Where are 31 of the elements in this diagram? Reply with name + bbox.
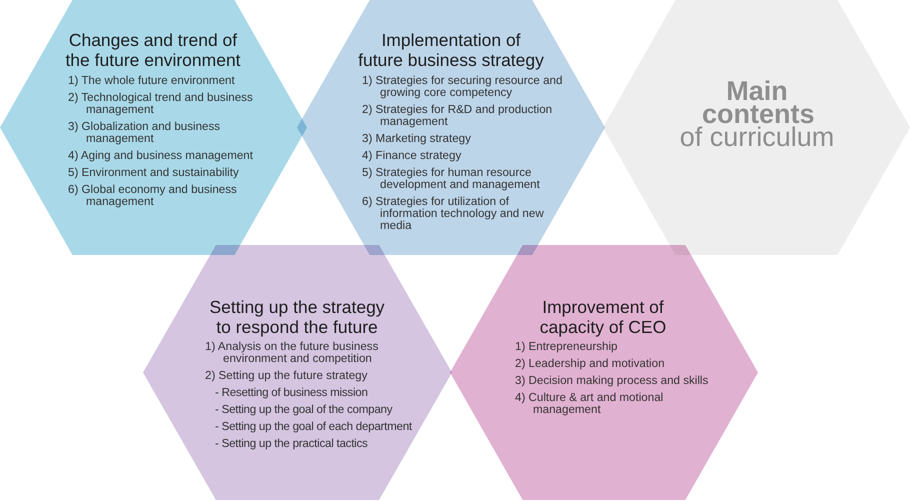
list-item: 1) Entrepreneurship xyxy=(515,341,618,353)
list-item: 3) Globalization and business management xyxy=(68,121,222,145)
list-item: 5) Environment and sustainability xyxy=(68,167,240,179)
hexagon-panel xyxy=(297,0,605,255)
list-item: 3) Marketing strategy xyxy=(362,133,472,145)
hexagon-heading: Changes and trend of the future environment xyxy=(64,30,242,70)
list-item: 2) Strategies for R&D and production management xyxy=(362,104,554,128)
list-item: 5) Strategies for human resource development and management xyxy=(362,167,541,191)
hexagon-heading: Setting up the strategy to respond the future xyxy=(208,297,386,337)
hexagon-panel xyxy=(603,0,910,255)
list-item: 4) Culture & art and motional management xyxy=(515,392,664,416)
hexagon-panel xyxy=(143,245,452,500)
list-item: 2) Technological trend and business management xyxy=(68,92,254,116)
hexagon-panel xyxy=(450,245,758,500)
list-item: 4) Aging and business management xyxy=(68,150,254,162)
list-item: 2) Setting up the future strategy xyxy=(205,370,368,382)
list-item: - Setting up the goal of each department xyxy=(215,421,413,433)
list-item: - Setting up the goal of the company xyxy=(215,404,394,416)
hexagon-heading: Implementation of future business strategy xyxy=(357,30,545,70)
list-item: - Resetting of business mission xyxy=(215,387,369,399)
list-item: 2) Leadership and motivation xyxy=(515,358,666,370)
hexagon-title: of curriculum xyxy=(680,126,834,149)
list-item: 1) Analysis on the future business environment and competition xyxy=(205,341,380,365)
list-item: 6) Global economy and business management xyxy=(68,184,238,208)
list-item: - Setting up the practical tactics xyxy=(215,438,369,450)
list-item: 1) The whole future environment xyxy=(68,75,236,87)
list-item: 4) Finance strategy xyxy=(362,150,462,162)
list-item: 6) Strategies for utilization of information technology and new media xyxy=(362,196,545,232)
list-item: 3) Decision making process and skills xyxy=(515,375,710,387)
hexagon-heading: Improvement of capacity of CEO xyxy=(538,297,668,337)
list-item: 1) Strategies for securing resource and growing core competency xyxy=(362,75,564,99)
